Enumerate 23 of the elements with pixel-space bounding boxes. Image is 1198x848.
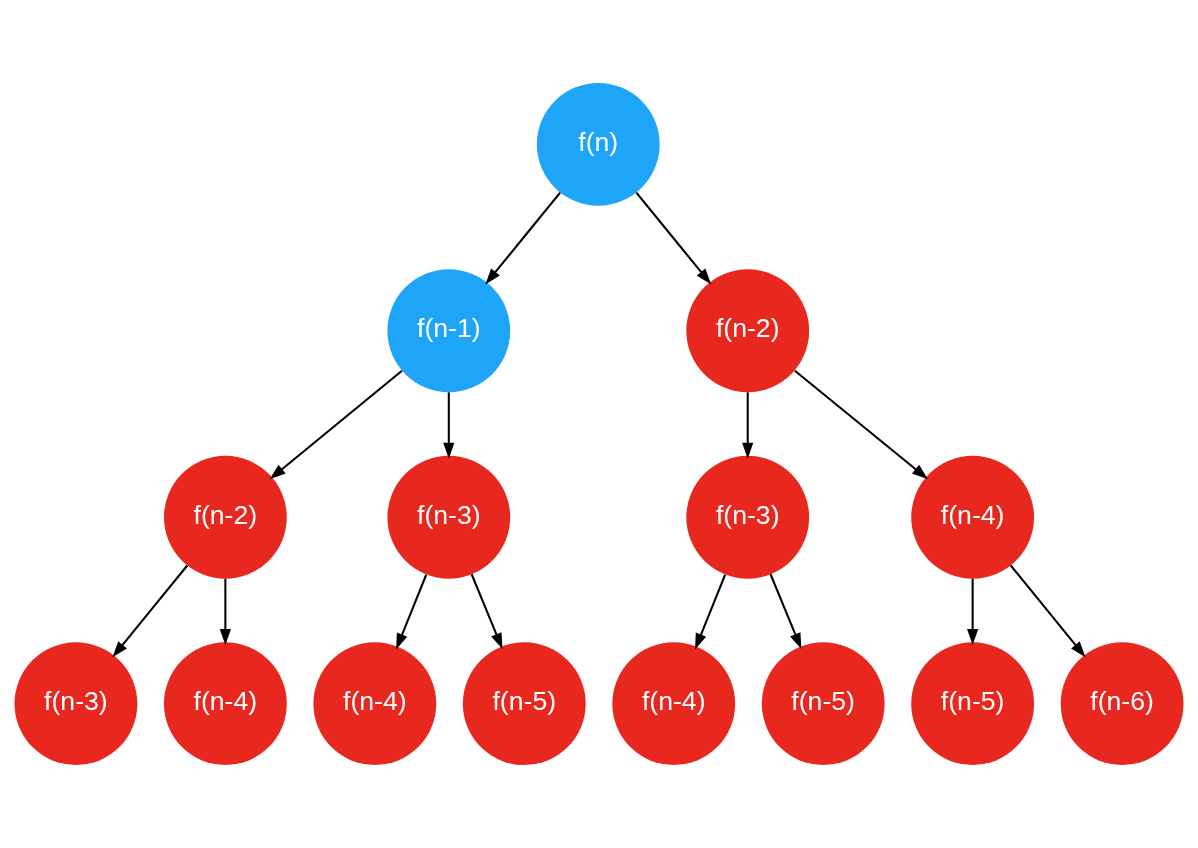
arrow (485, 191, 561, 285)
node-circle: f(n-4) (163, 642, 287, 766)
arrow (112, 564, 189, 658)
node-circle: f(n-5) (462, 642, 586, 766)
arrow (742, 392, 754, 459)
arrow (396, 574, 428, 650)
arrow (269, 369, 403, 480)
arrow (769, 573, 802, 650)
arrow (794, 369, 928, 480)
arrow (967, 578, 979, 646)
arrow (695, 574, 727, 650)
arrow (443, 392, 455, 459)
node-circle: f(n-4) (313, 642, 437, 766)
arrow (635, 191, 712, 285)
node-circle: f(n-5) (761, 642, 885, 766)
arrow (219, 578, 231, 646)
node-circle: f(n-3) (686, 455, 810, 579)
node-circle: f(n) (536, 82, 660, 206)
arrow (1009, 564, 1086, 658)
node-circle: f(n-4) (612, 642, 736, 766)
node-circle: f(n-5) (911, 642, 1035, 766)
node-circle: f(n-3) (387, 455, 511, 579)
arrow (470, 573, 503, 650)
